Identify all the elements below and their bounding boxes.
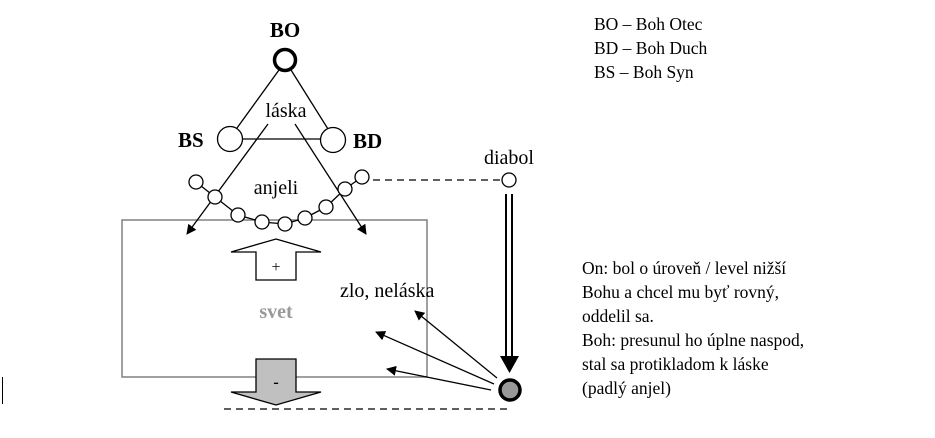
angels-chain — [188, 169, 370, 232]
laska-label: láska — [265, 100, 306, 122]
bo-node — [272, 47, 298, 73]
diabol-label: diabol — [484, 147, 534, 169]
legend-item-bd: BD – Boh Duch — [594, 38, 708, 58]
line-bo-bs — [236, 69, 280, 129]
note-line: (padlý anjel) — [582, 378, 671, 398]
svet-label: svet — [259, 301, 293, 323]
evil-arrow-3 — [386, 365, 492, 391]
bd-node — [319, 126, 347, 154]
angel-bead — [230, 207, 246, 223]
angel-bead — [188, 174, 204, 190]
zlo-label: zlo, neláska — [340, 280, 435, 302]
note-line: oddelil sa. — [582, 306, 654, 326]
minus-label: - — [273, 374, 278, 391]
legend-item-bs: BS – Boh Syn — [594, 62, 694, 82]
up-arrow — [230, 238, 322, 281]
anjeli-label: anjeli — [254, 177, 299, 199]
angel-bead — [354, 169, 370, 185]
angel-bead — [297, 210, 313, 226]
love-arrow-left — [186, 123, 269, 235]
legend-item-bo: BO – Boh Otec — [594, 14, 703, 34]
angel-bead — [277, 216, 293, 232]
note-line: Boh: presunul ho úplne naspod, — [582, 330, 805, 350]
angel-bead — [254, 214, 270, 230]
plus-label: + — [271, 259, 280, 276]
bs-label: BS — [178, 128, 204, 152]
evil-arrow-2 — [375, 331, 495, 385]
evil-arrow-1 — [414, 310, 498, 379]
angel-bead — [318, 199, 334, 215]
note-line: stal sa protikladom k láske — [582, 354, 769, 374]
fall-arrowhead — [500, 356, 519, 373]
bs-node — [216, 125, 244, 153]
diabol-node — [501, 172, 517, 188]
diabol-note: On: bol o úroveň / level nižší Bohu a ch… — [582, 256, 804, 400]
legend: BO – Boh Otec BD – Boh Duch BS – Boh Syn — [594, 12, 707, 84]
bd-label: BD — [353, 129, 382, 153]
angel-bead — [337, 181, 353, 197]
down-arrow — [230, 358, 322, 406]
note-line: On: bol o úroveň / level nižší — [582, 258, 787, 278]
note-line: Bohu a chcel mu byť rovný, — [582, 282, 780, 302]
fallen-angel-node — [498, 378, 522, 402]
text-cursor — [2, 377, 3, 404]
angel-bead — [207, 189, 223, 205]
line-bo-bd — [290, 69, 329, 130]
bo-label: BO — [270, 18, 300, 42]
love-arrow-right — [294, 123, 367, 235]
